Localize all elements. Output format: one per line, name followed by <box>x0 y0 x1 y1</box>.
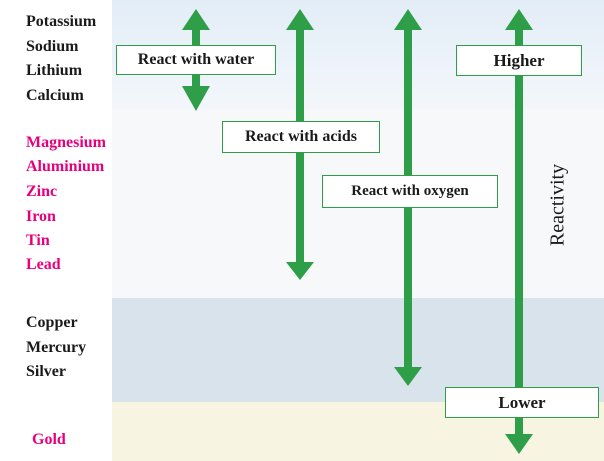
metal-gold: Gold <box>32 431 66 448</box>
metal-lead: Lead <box>26 256 61 273</box>
metal-iron: Iron <box>26 208 56 225</box>
metal-calcium: Calcium <box>26 87 84 104</box>
metal-lithium: Lithium <box>26 62 83 79</box>
reactivity-axis-label: Reactivity <box>546 163 569 247</box>
metal-aluminium: Aluminium <box>26 158 105 175</box>
reactivity-arrow <box>505 9 533 454</box>
metal-magnesium: Magnesium <box>26 134 106 151</box>
metal-potassium: Potassium <box>26 13 97 30</box>
react-with-water-box: React with water <box>116 45 276 75</box>
metal-silver: Silver <box>26 363 66 380</box>
higher-box: Higher <box>456 45 582 76</box>
metal-mercury: Mercury <box>26 339 87 356</box>
metal-tin: Tin <box>26 232 50 249</box>
react-with-acids-box: React with acids <box>222 121 380 153</box>
react-with-oxygen-box: React with oxygen <box>322 175 498 208</box>
metal-copper: Copper <box>26 314 78 331</box>
metal-sodium: Sodium <box>26 38 79 55</box>
metal-zinc: Zinc <box>26 183 58 200</box>
lower-box: Lower <box>445 387 599 418</box>
